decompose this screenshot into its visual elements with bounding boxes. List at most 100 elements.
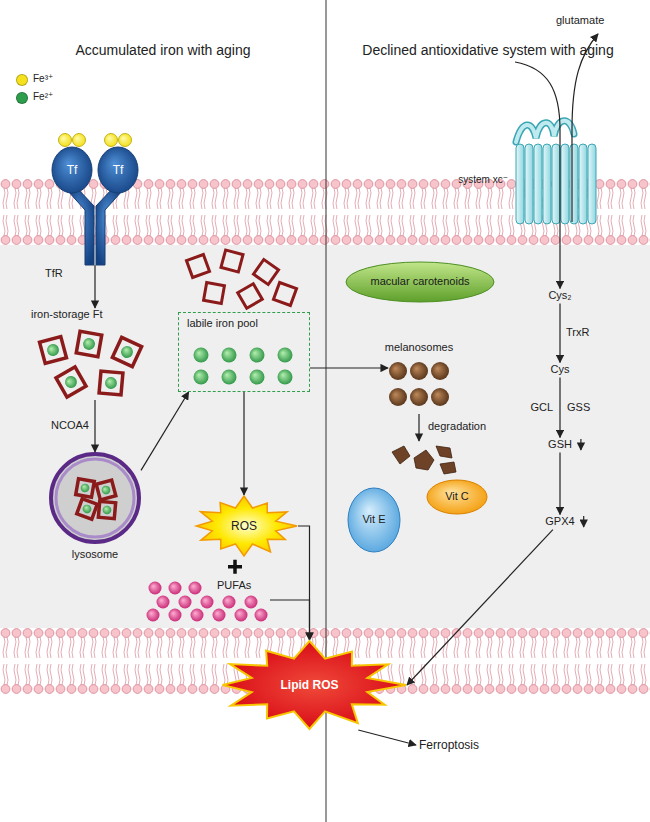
- ferritin: [56, 367, 86, 397]
- ferritin-shell: [99, 371, 123, 395]
- apoferritin-shell: [273, 282, 296, 305]
- ferritin-shell: [96, 480, 116, 500]
- arrow-connector: [310, 367, 388, 368]
- transporter-subunit: [516, 121, 574, 142]
- transferrin-oval: [98, 147, 138, 193]
- melanosome-fragments: [392, 446, 456, 474]
- ferritin-shell: [56, 367, 86, 397]
- arrow-connector: [358, 730, 416, 745]
- ferrous-iron: [222, 348, 237, 363]
- ferrous-iron: [102, 505, 111, 514]
- ferrous-iron: [63, 374, 79, 390]
- arrow-connector: [270, 600, 310, 640]
- pufa-molecule: [147, 609, 160, 622]
- ferrous-iron: [278, 370, 293, 385]
- transmembrane-helix: [561, 144, 569, 224]
- lysosome-membrane: [51, 454, 139, 542]
- ferrous-iron: [222, 370, 237, 385]
- cytoplasm: [0, 245, 650, 628]
- ferritin: [112, 337, 141, 366]
- transmembrane-helix: [516, 144, 524, 224]
- apoferritin-shell: [238, 284, 263, 309]
- node-label: GPX4: [545, 515, 574, 528]
- melanosome-cluster-shape: [388, 358, 450, 410]
- pufa-molecule: [169, 582, 182, 595]
- ferrous-iron: [46, 343, 61, 358]
- receptor-chain: [96, 188, 123, 265]
- annotation: degradation: [428, 420, 486, 433]
- pufa-molecule: [223, 596, 236, 609]
- node-label: Cys: [551, 363, 570, 376]
- transferrin: Tf: [51, 146, 93, 194]
- pufa-cluster: PUFAs: [145, 578, 270, 622]
- arrow-connector: [559, 304, 560, 363]
- ellipse-outline: [427, 480, 487, 514]
- annotation: GCL: [530, 401, 553, 414]
- ferrous-iron: [80, 483, 90, 493]
- transmembrane-helix: [534, 144, 542, 224]
- transferrin: Tf: [97, 146, 139, 194]
- pufa-molecule: [149, 582, 162, 595]
- ferrous-iron: [250, 348, 265, 363]
- annotation: glutamate: [556, 14, 604, 27]
- arrow-connector: [407, 530, 553, 685]
- lysosome-shape: [49, 452, 141, 544]
- ferritin: [99, 371, 123, 395]
- plus-bar: [233, 560, 237, 574]
- ferrous-iron: [119, 344, 135, 360]
- ferrous-iron: [81, 503, 92, 514]
- cystine-uptake-arrow: [515, 62, 560, 227]
- transferrin-oval: [52, 147, 92, 193]
- carotenoid-ellipse: macular carotenoids: [345, 261, 495, 303]
- ferrous-iron: [250, 370, 265, 385]
- arrow-connector: [559, 378, 560, 438]
- ferrous-iron: [194, 370, 209, 385]
- node-label: lysosome: [72, 548, 118, 561]
- ferritin-cluster: iron-storage Ft: [25, 308, 160, 400]
- ferric-iron: [119, 134, 132, 147]
- apoferritin-shells: [186, 250, 296, 308]
- arrow-connector: [559, 453, 560, 515]
- plus-sign: [228, 560, 242, 574]
- receptor-chain: [67, 188, 94, 265]
- ferrous-iron: [82, 337, 96, 351]
- transmembrane-helix: [525, 144, 533, 224]
- ferritin-shell: [76, 331, 101, 356]
- pufa-molecule: [255, 609, 268, 622]
- lysosome-membrane: [56, 459, 134, 537]
- ferrous-iron: [105, 377, 118, 390]
- pufa-molecule: [189, 582, 202, 595]
- edge-label: TrxR: [566, 326, 589, 339]
- system-xc-transporter: system xc⁻: [512, 112, 600, 227]
- lipid-ros-star: [223, 641, 406, 729]
- degradation-arrow: [418, 414, 419, 441]
- pufa-molecule: [191, 609, 204, 622]
- ferric-iron: [73, 134, 86, 147]
- melanosome: [389, 362, 407, 380]
- fragment: [440, 462, 456, 474]
- transferrin-receptor: TfRTfTf: [49, 132, 141, 265]
- ferrous-iron: [101, 485, 112, 496]
- node-label: melanosomes: [385, 341, 453, 354]
- fragment: [414, 450, 434, 470]
- arrow-connector: [94, 265, 95, 308]
- melanosome: [431, 388, 449, 406]
- node-label: PUFAs: [217, 579, 251, 592]
- node-label: Tf: [113, 163, 124, 177]
- metabolite: GSH: [545, 437, 575, 452]
- pufa-molecule: [157, 596, 170, 609]
- pufa-molecule: [213, 609, 226, 622]
- arrow-connector: [298, 526, 310, 640]
- node-label: TfR: [45, 267, 63, 280]
- node-label: iron-storage Ft: [31, 308, 103, 321]
- lysosome: lysosome: [49, 452, 141, 544]
- melanosome-cluster: melanosomes: [388, 358, 450, 410]
- decrease-arrow: [580, 439, 581, 450]
- pufa-molecule: [169, 609, 182, 622]
- node-label: labile iron pool: [187, 317, 258, 330]
- vitamin-e-ellipse: Vit E: [347, 487, 401, 553]
- labile-iron-pool: labile iron pool: [178, 312, 310, 392]
- fragment: [392, 446, 410, 464]
- pufa-molecule: [245, 596, 258, 609]
- arrow-connector: [94, 400, 95, 452]
